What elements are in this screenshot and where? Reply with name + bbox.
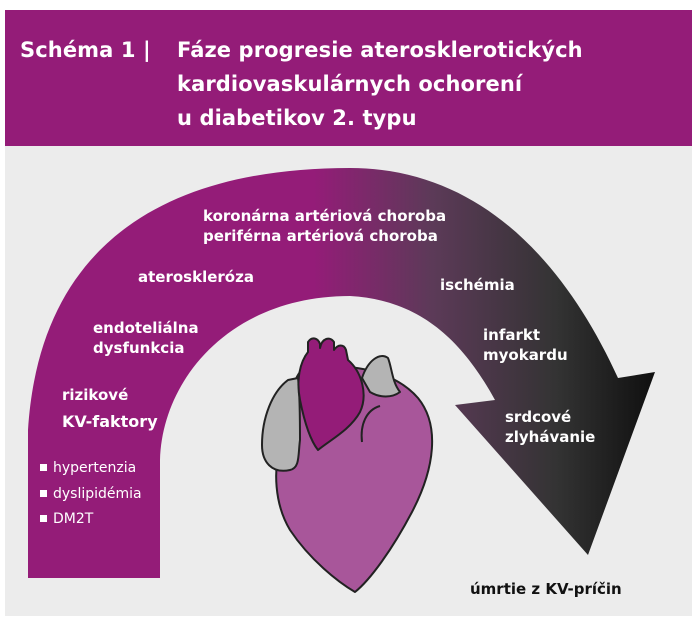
label-infarct-2: myokardu	[483, 346, 568, 364]
heart-gray-left	[261, 377, 301, 472]
risk-factor-item: dyslipidémia	[53, 486, 142, 502]
title-line-1: Fáze progresie aterosklerotických	[177, 38, 583, 62]
title-line-2: kardiovaskulárnych ochorení	[177, 72, 523, 96]
title-prefix: Schéma 1 |	[20, 38, 151, 62]
risk-factor-item: DM2T	[53, 511, 94, 527]
label-endothelial-1: endoteliálna	[93, 319, 199, 337]
label-endothelial-2: dysfunkcia	[93, 339, 184, 357]
title-line-3: u diabetikov 2. typu	[177, 106, 417, 130]
progression-arc	[28, 168, 655, 578]
header-band	[5, 10, 692, 146]
heart-aorta	[297, 337, 365, 451]
label-atherosclerosis: ateroskleróza	[138, 268, 254, 286]
heart-inner-line	[360, 405, 381, 443]
bullet-icon	[40, 515, 47, 522]
label-ischemia: ischémia	[440, 276, 515, 294]
heart-illustration	[261, 337, 434, 593]
label-risk-2: KV-faktory	[62, 412, 158, 431]
label-peripheral-disease: periférna artériová choroba	[203, 227, 438, 245]
label-infarct-1: infarkt	[483, 326, 540, 344]
heart-gray-right	[361, 355, 401, 398]
label-coronary-disease: koronárna artériová choroba	[203, 207, 446, 225]
risk-factor-item: hypertenzia	[53, 460, 136, 476]
bullet-icon	[40, 490, 47, 497]
label-failure-1: srdcové	[505, 408, 571, 426]
label-cv-death: úmrtie z KV-príčin	[470, 580, 622, 598]
bullet-icon	[40, 464, 47, 471]
label-risk-1: rizikové	[62, 386, 128, 404]
label-failure-2: zlyhávanie	[505, 428, 595, 446]
